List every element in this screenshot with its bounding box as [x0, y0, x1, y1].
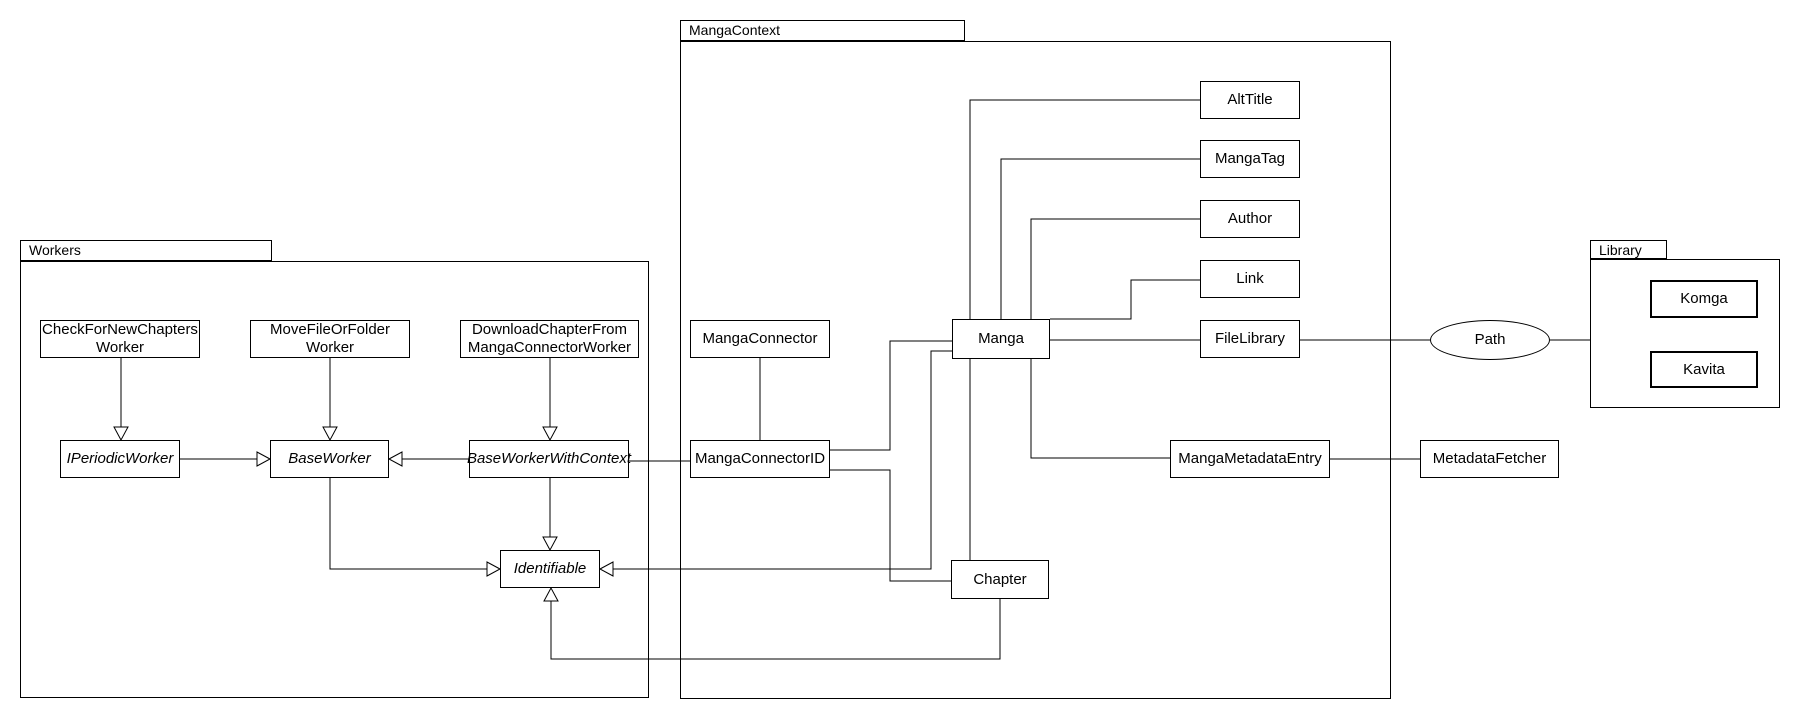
- package-body-library: [1590, 259, 1780, 408]
- class-label-line: DownloadChapterFrom: [471, 321, 628, 338]
- ellipse-path: Path: [1430, 320, 1550, 360]
- class-chapter: Chapter: [951, 560, 1049, 599]
- edge-baseworker-identifiable: [329, 478, 487, 570]
- package-body-workers: [20, 261, 649, 698]
- package-tab-manga-context: MangaContext: [680, 20, 965, 41]
- edge-manga-mangatag: [1000, 158, 1200, 319]
- class-label-line: Worker: [305, 339, 355, 356]
- class-label-line: MoveFileOrFolder: [269, 321, 391, 338]
- class-link: Link: [1200, 260, 1300, 298]
- edge-mangaconnectorid-manga: [830, 340, 952, 451]
- class-move-file-or-folder-worker: MoveFileOrFolder Worker: [250, 320, 410, 358]
- interface-identifiable: Identifiable: [500, 550, 600, 588]
- arrowhead-identifiable-top: [542, 536, 558, 552]
- class-base-worker: BaseWorker: [270, 440, 389, 478]
- arrowhead-identifiable-right: [598, 561, 614, 577]
- class-manga-connector: MangaConnector: [690, 320, 830, 358]
- class-label-line: CheckForNewChapters: [42, 321, 198, 338]
- package-tab-workers: Workers: [20, 240, 272, 261]
- class-manga-metadata-entry: MangaMetadataEntry: [1170, 440, 1330, 478]
- class-manga-connector-id: MangaConnectorID: [690, 440, 830, 478]
- class-download-chapter-from-manga-connector-worker: DownloadChapterFrom MangaConnectorWorker: [460, 320, 639, 358]
- class-kavita: Kavita: [1650, 351, 1758, 388]
- class-check-for-new-chapters-worker: CheckForNewChapters Worker: [40, 320, 200, 358]
- edge-mangaconnectorid-chapter: [830, 469, 951, 582]
- class-manga: Manga: [952, 319, 1050, 359]
- class-komga: Komga: [1650, 280, 1758, 318]
- class-label-line: Worker: [95, 339, 145, 356]
- arrowhead-iperiodicworker-top: [113, 426, 129, 442]
- class-manga-tag: MangaTag: [1200, 140, 1300, 178]
- package-tab-library: Library: [1590, 240, 1667, 259]
- class-base-worker-with-context: BaseWorkerWithContext: [467, 440, 631, 478]
- arrowhead-baseworker-right: [387, 451, 403, 467]
- edge-chapter-identifiable: [550, 599, 1001, 660]
- edge-manga-author: [1030, 218, 1200, 319]
- class-author: Author: [1200, 200, 1300, 238]
- arrowhead-baseworker-left: [256, 451, 272, 467]
- package-body-manga-context: [680, 41, 1391, 699]
- arrowhead-baseworker-top: [322, 426, 338, 442]
- arrowhead-baseworkerwithcontext-top: [542, 426, 558, 442]
- arrowhead-identifiable-left: [486, 561, 502, 577]
- class-file-library: FileLibrary: [1200, 320, 1300, 358]
- edge-manga-identifiable: [613, 350, 952, 570]
- edge-manga-link: [1050, 279, 1200, 320]
- edge-manga-alttitle: [969, 99, 1200, 319]
- class-metadata-fetcher: MetadataFetcher: [1420, 440, 1559, 478]
- interface-i-periodic-worker: IPeriodicWorker: [60, 440, 180, 478]
- arrowhead-identifiable-bottom: [543, 586, 559, 602]
- class-alt-title: AltTitle: [1200, 81, 1300, 119]
- class-label-line: MangaConnectorWorker: [467, 339, 632, 356]
- edge-manga-mangametadataentry: [1030, 359, 1170, 459]
